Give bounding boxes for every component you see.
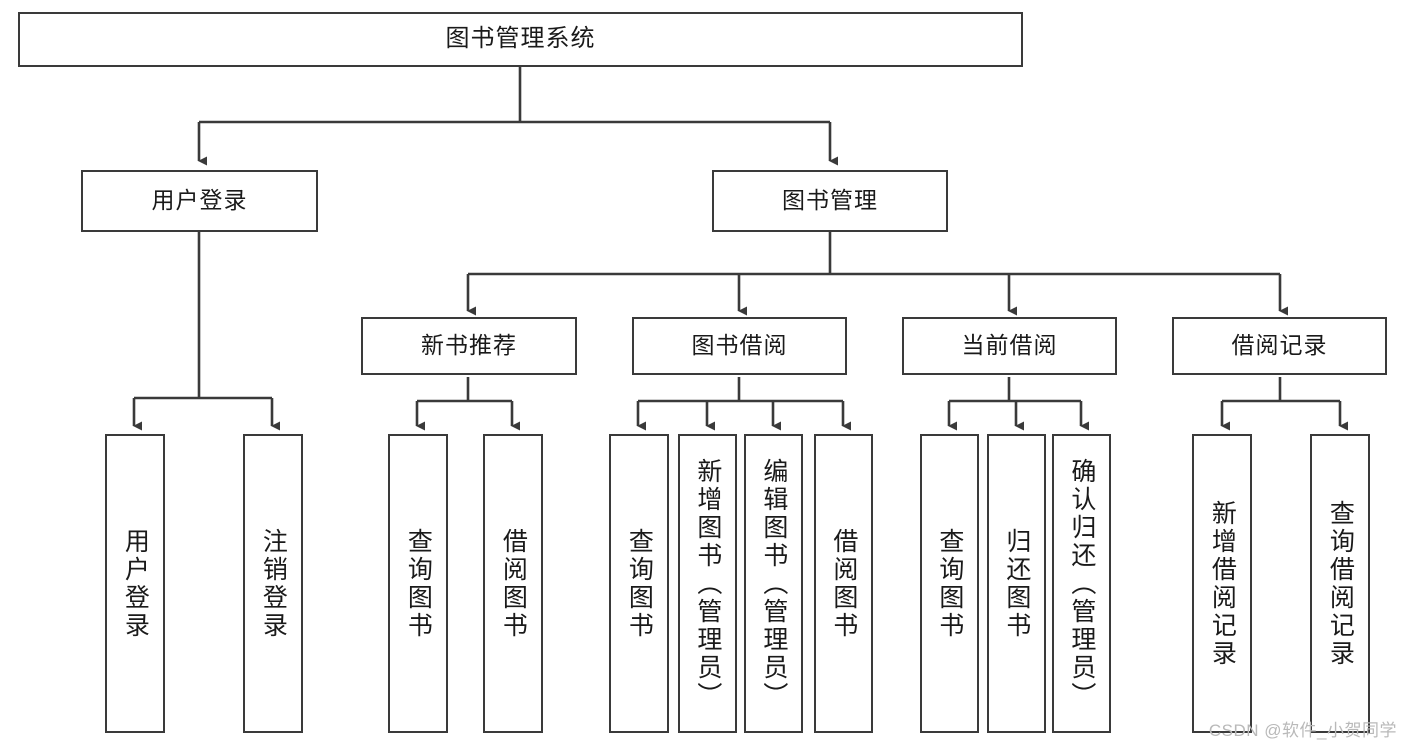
node-label: 图书借阅 <box>691 332 788 359</box>
node-label: 编辑图书（管理员） <box>759 457 788 710</box>
leaf-current-query-book[interactable]: 查询图书 <box>920 434 979 733</box>
node-label: 归还图书 <box>1002 527 1031 640</box>
node-label: 图书管理 <box>782 187 878 214</box>
leaf-record-add-record[interactable]: 新增借阅记录 <box>1192 434 1252 733</box>
leaf-borrow-add-book-admin[interactable]: 新增图书（管理员） <box>678 434 737 733</box>
leaf-record-query-record[interactable]: 查询借阅记录 <box>1310 434 1370 733</box>
node-label: 用户登录 <box>151 187 248 214</box>
leaf-user-login-logout[interactable]: 注销登录 <box>243 434 303 733</box>
node-label: 用户登录 <box>121 527 150 640</box>
node-book-borrow[interactable]: 图书借阅 <box>632 317 847 375</box>
node-label: 注销登录 <box>259 527 288 640</box>
leaf-borrow-edit-book-admin[interactable]: 编辑图书（管理员） <box>744 434 803 733</box>
leaf-borrow-borrow-book[interactable]: 借阅图书 <box>814 434 873 733</box>
node-current-borrow[interactable]: 当前借阅 <box>902 317 1117 375</box>
node-user-login[interactable]: 用户登录 <box>81 170 318 232</box>
leaf-current-confirm-return-admin[interactable]: 确认归还（管理员） <box>1052 434 1111 733</box>
node-label: 新增图书（管理员） <box>693 457 722 710</box>
node-label: 借阅图书 <box>829 527 858 640</box>
node-label: 当前借阅 <box>961 332 1058 359</box>
node-label: 查询借阅记录 <box>1326 499 1355 668</box>
node-label: 新书推荐 <box>421 332 517 359</box>
leaf-user-login-login[interactable]: 用户登录 <box>105 434 165 733</box>
node-label: 查询图书 <box>625 527 654 640</box>
node-label: 新增借阅记录 <box>1208 499 1237 668</box>
leaf-borrow-query-book[interactable]: 查询图书 <box>609 434 669 733</box>
node-label: 确认归还（管理员） <box>1067 457 1096 710</box>
node-new-book-recommend[interactable]: 新书推荐 <box>361 317 577 375</box>
node-label: 查询图书 <box>404 527 433 640</box>
node-label: 图书管理系统 <box>445 25 596 53</box>
leaf-new-book-borrow-book[interactable]: 借阅图书 <box>483 434 543 733</box>
leaf-current-return-book[interactable]: 归还图书 <box>987 434 1046 733</box>
node-borrow-record[interactable]: 借阅记录 <box>1172 317 1387 375</box>
watermark: CSDN @软件_小贺同学 <box>1208 721 1397 740</box>
node-label: 查询图书 <box>935 527 964 640</box>
node-book-management[interactable]: 图书管理 <box>712 170 948 232</box>
leaf-new-book-query-book[interactable]: 查询图书 <box>388 434 448 733</box>
node-root-book-management-system[interactable]: 图书管理系统 <box>18 12 1023 67</box>
node-label: 借阅图书 <box>499 527 528 640</box>
node-label: 借阅记录 <box>1231 332 1328 359</box>
